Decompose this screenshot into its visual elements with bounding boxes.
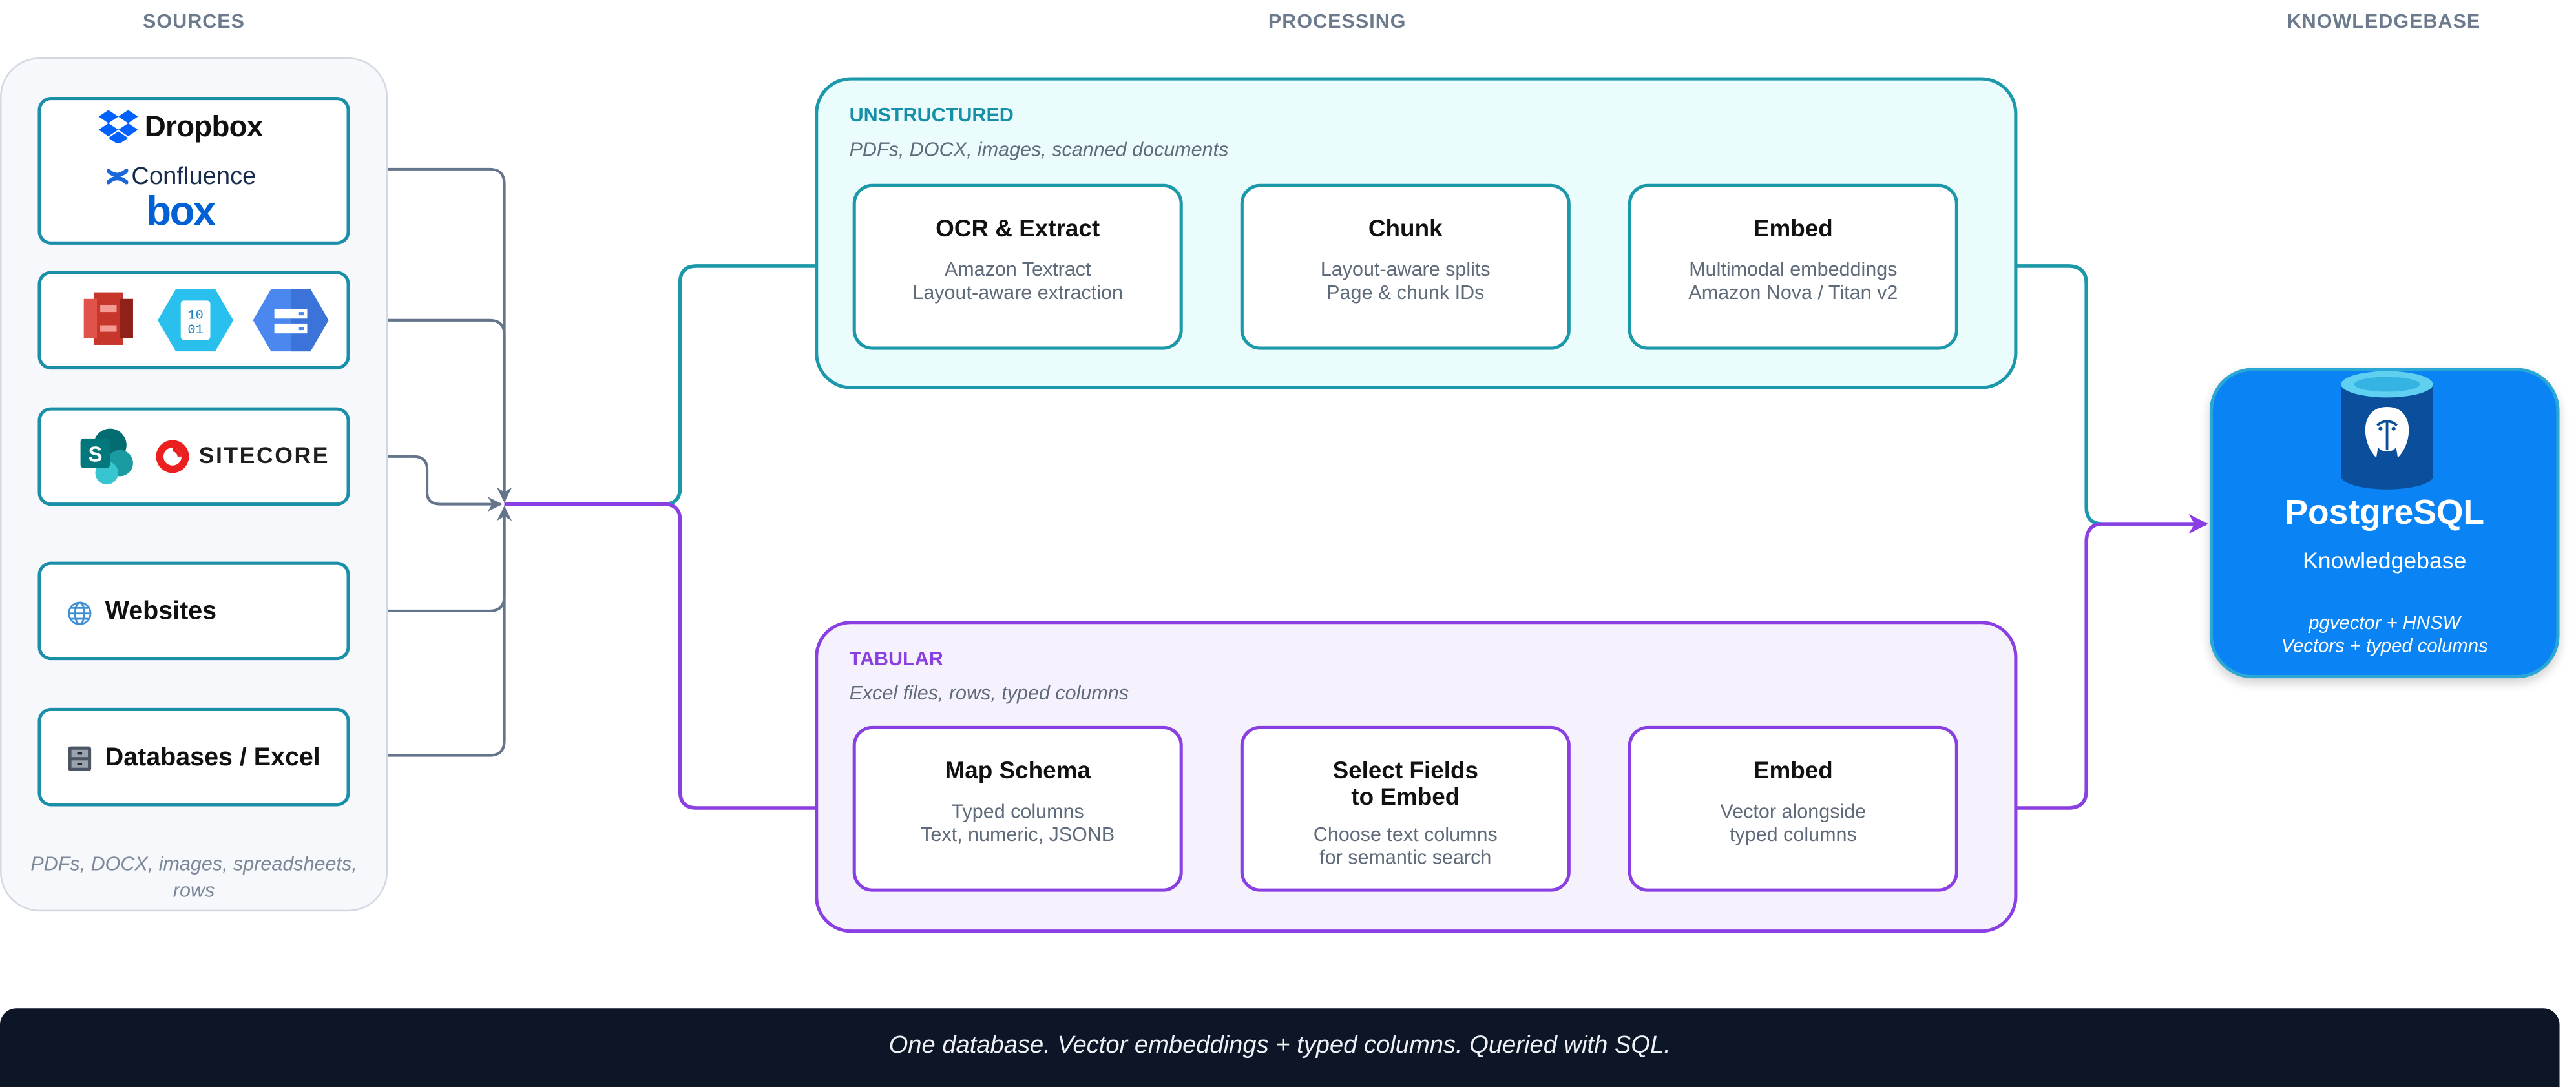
tabular-subtitle: Excel files, rows, typed columns (849, 681, 1129, 705)
step-desc-line: Vector alongside (1720, 800, 1867, 823)
step-desc-line: Amazon Nova / Titan v2 (1688, 280, 1898, 304)
confluence-icon (107, 169, 129, 185)
confluence-logo-text: Confluence (131, 162, 257, 191)
box-logo: box (146, 189, 216, 235)
step-title-line: Select Fields (1332, 758, 1478, 785)
step-desc-line: Layout-aware extraction (912, 280, 1124, 304)
svg-text:S: S (88, 442, 102, 466)
sitecore-logo-text: SITECORE (198, 441, 330, 468)
kb-title: PostgreSQL (2285, 494, 2484, 532)
source-card-databases: Databases / Excel (37, 707, 350, 807)
amazon-s3-icon (83, 292, 133, 345)
step-desc-line: Page & chunk IDs (1326, 280, 1485, 304)
step-desc-line: for semantic search (1319, 845, 1492, 869)
step-title: OCR & Extract (936, 216, 1100, 243)
kb-note-line: pgvector + HNSW (2309, 614, 2461, 634)
unstructured-title: UNSTRUCTURED (849, 103, 1014, 127)
step-desc-line: Choose text columns (1313, 822, 1498, 846)
column-heading-sources: SOURCES (143, 10, 246, 33)
step-desc-line: typed columns (1729, 822, 1857, 846)
databases-label: Databases / Excel (105, 743, 320, 772)
source-card-cms: S SITECORE (37, 407, 350, 506)
column-heading-processing: PROCESSING (1268, 10, 1407, 33)
connector-to-tabular (504, 502, 853, 818)
dropbox-logo-text: Dropbox (144, 110, 264, 143)
unstructured-subtitle: PDFs, DOCX, images, scanned documents (849, 138, 1229, 161)
source-card-doc-platforms: Dropbox Confluence box (37, 97, 350, 245)
dropbox-icon (98, 110, 138, 143)
step-desc-line: Typed columns (951, 800, 1084, 823)
step-title: Embed (1753, 758, 1833, 785)
postgresql-knowledgebase-card: PostgreSQL Knowledgebase pgvector + HNSW… (2209, 368, 2560, 679)
azure-blob-storage-icon: 10 01 (158, 289, 234, 352)
sources-caption: PDFs, DOCX, images, spreadsheets, rows (30, 852, 357, 902)
postgresql-database-icon (2341, 371, 2433, 490)
kb-subtitle: Knowledgebase (2303, 546, 2467, 574)
step-title-line: to Embed (1351, 785, 1460, 812)
svg-text:01: 01 (187, 323, 203, 338)
file-cabinet-icon (68, 746, 92, 771)
step-title: Embed (1753, 216, 1833, 243)
connector-to-unstructured (504, 256, 853, 506)
step-desc-line: Multimodal embeddings (1689, 258, 1898, 281)
tabular-title: TABULAR (849, 647, 943, 670)
summary-banner: One database. Vector embeddings + typed … (0, 1008, 2560, 1087)
step-desc-line: Layout-aware splits (1320, 258, 1491, 281)
step-desc-line: Text, numeric, JSONB (921, 822, 1115, 846)
sitecore-icon (156, 440, 189, 473)
sharepoint-icon: S (80, 428, 133, 485)
websites-label: Websites (105, 597, 217, 626)
source-card-cloud-storage: 10 01 (37, 271, 350, 370)
svg-text:10: 10 (187, 308, 203, 323)
google-cloud-storage-icon (253, 289, 329, 352)
column-heading-knowledgebase: KNOWLEDGEBASE (2287, 10, 2481, 33)
step-title: Chunk (1368, 216, 1443, 243)
kb-note-line: Vectors + typed columns (2281, 637, 2488, 657)
step-title: Map Schema (945, 758, 1091, 785)
step-desc-line: Amazon Textract (944, 258, 1091, 281)
source-card-websites: Websites (37, 561, 350, 661)
globe-icon (68, 601, 92, 625)
